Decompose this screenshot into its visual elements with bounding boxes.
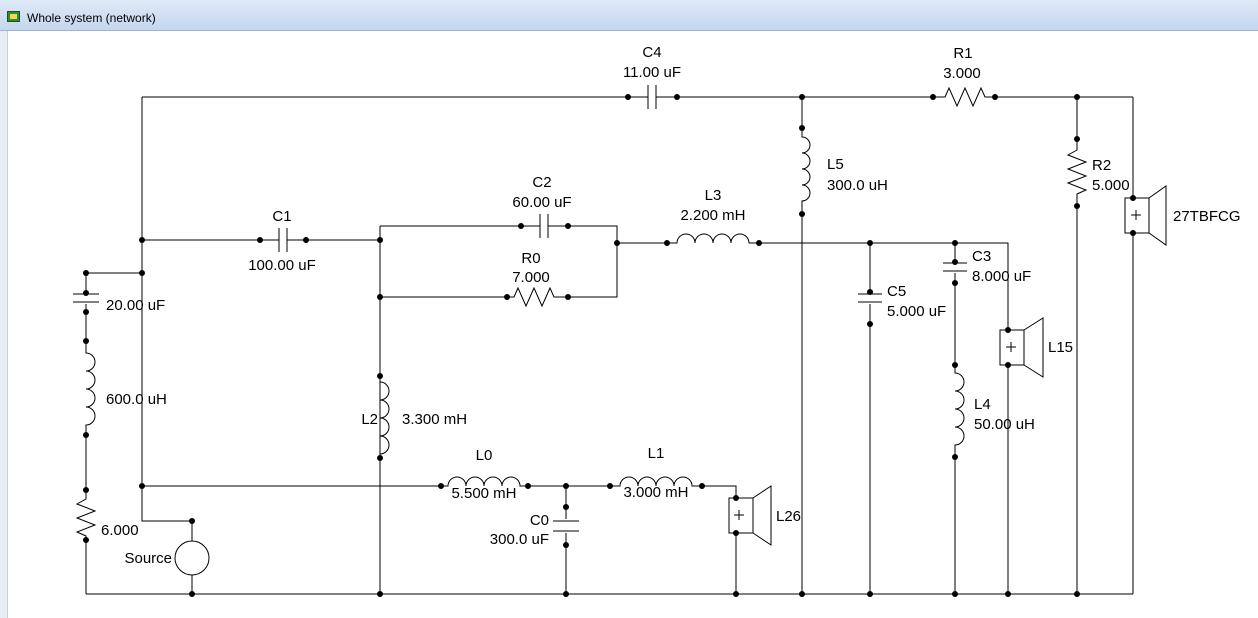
label-c4-name: C4 [642, 44, 661, 61]
junction-dots [83, 94, 1136, 597]
inductor-l4[interactable] [954, 365, 965, 457]
label-r0-value: 7.000 [512, 269, 550, 286]
speaker-l15[interactable] [999, 317, 1044, 378]
label-c5-name: C5 [887, 283, 906, 300]
label-c1-value: 100.00 uF [248, 257, 316, 274]
label-c0-value: 300.0 uF [490, 531, 549, 548]
capacitor-c0[interactable] [553, 520, 579, 532]
resistor-r1[interactable] [933, 86, 995, 108]
capacitor-c4[interactable] [628, 85, 677, 109]
label-source-name: Source [124, 550, 172, 567]
label-l0-value: 5.500 mH [451, 485, 516, 502]
schematic-app-icon[interactable] [7, 11, 20, 22]
label-l3-value: 2.200 mH [680, 207, 745, 224]
label-l0-name: L0 [476, 447, 493, 464]
label-l26-name: L26 [776, 508, 801, 525]
inductor-l3[interactable] [667, 233, 759, 244]
label-r0-name: R0 [521, 250, 540, 267]
resistor-r0[interactable] [507, 286, 568, 308]
label-l15-name: L15 [1048, 339, 1073, 356]
label-l1-name: L1 [648, 445, 665, 462]
capacitor-c2[interactable] [521, 214, 568, 238]
resistor-6ohm[interactable] [75, 490, 97, 540]
label-r1-name: R1 [953, 45, 972, 62]
label-l1-value: 3.000 mH [623, 484, 688, 501]
inductor-600uh[interactable] [85, 341, 96, 435]
label-cap20-value: 20.00 uF [106, 297, 165, 314]
label-r1-value: 3.000 [943, 65, 981, 82]
label-c2-value: 60.00 uF [512, 194, 571, 211]
signal-source[interactable] [174, 540, 210, 576]
inductor-l1[interactable] [610, 476, 702, 487]
label-res6-value: 6.000 [101, 522, 139, 539]
capacitor-c1[interactable] [260, 228, 306, 252]
label-c1-name: C1 [272, 208, 291, 225]
label-c5-value: 5.000 uF [887, 303, 946, 320]
label-r2-value: 5.000 [1092, 177, 1130, 194]
capacitor-c5[interactable] [858, 293, 882, 303]
label-c3-value: 8.000 uF [972, 268, 1031, 285]
label-r2-name: R2 [1092, 157, 1111, 174]
window-left-border [0, 31, 8, 618]
inductor-l0[interactable] [441, 476, 528, 487]
label-l5-value: 300.0 uH [827, 177, 888, 194]
label-tweeter-name: 27TBFCG [1173, 208, 1241, 225]
speaker-27tbfcg[interactable] [1124, 185, 1167, 246]
label-l3-name: L3 [705, 187, 722, 204]
wires [85, 96, 1134, 595]
label-c3-name: C3 [972, 248, 991, 265]
label-c0-name: C0 [530, 512, 549, 529]
inductor-l5[interactable] [801, 128, 811, 214]
resistor-r2[interactable] [1066, 139, 1088, 206]
label-ind600-value: 600.0 uH [106, 391, 167, 408]
label-c2-name: C2 [532, 174, 551, 191]
label-l5-name: L5 [827, 156, 844, 173]
window-title: Whole system (network) [27, 11, 156, 25]
label-l2-value: 3.300 mH [402, 411, 467, 428]
speaker-l26[interactable] [728, 485, 772, 546]
inductor-l2[interactable] [379, 376, 390, 458]
label-c4-value: 11.00 uF [623, 64, 681, 81]
label-l2-name: L2 [361, 411, 378, 428]
label-l4-value: 50.00 uH [974, 416, 1035, 433]
label-l4-name: L4 [974, 396, 991, 413]
title-bar: Whole system (network) [0, 0, 1258, 31]
